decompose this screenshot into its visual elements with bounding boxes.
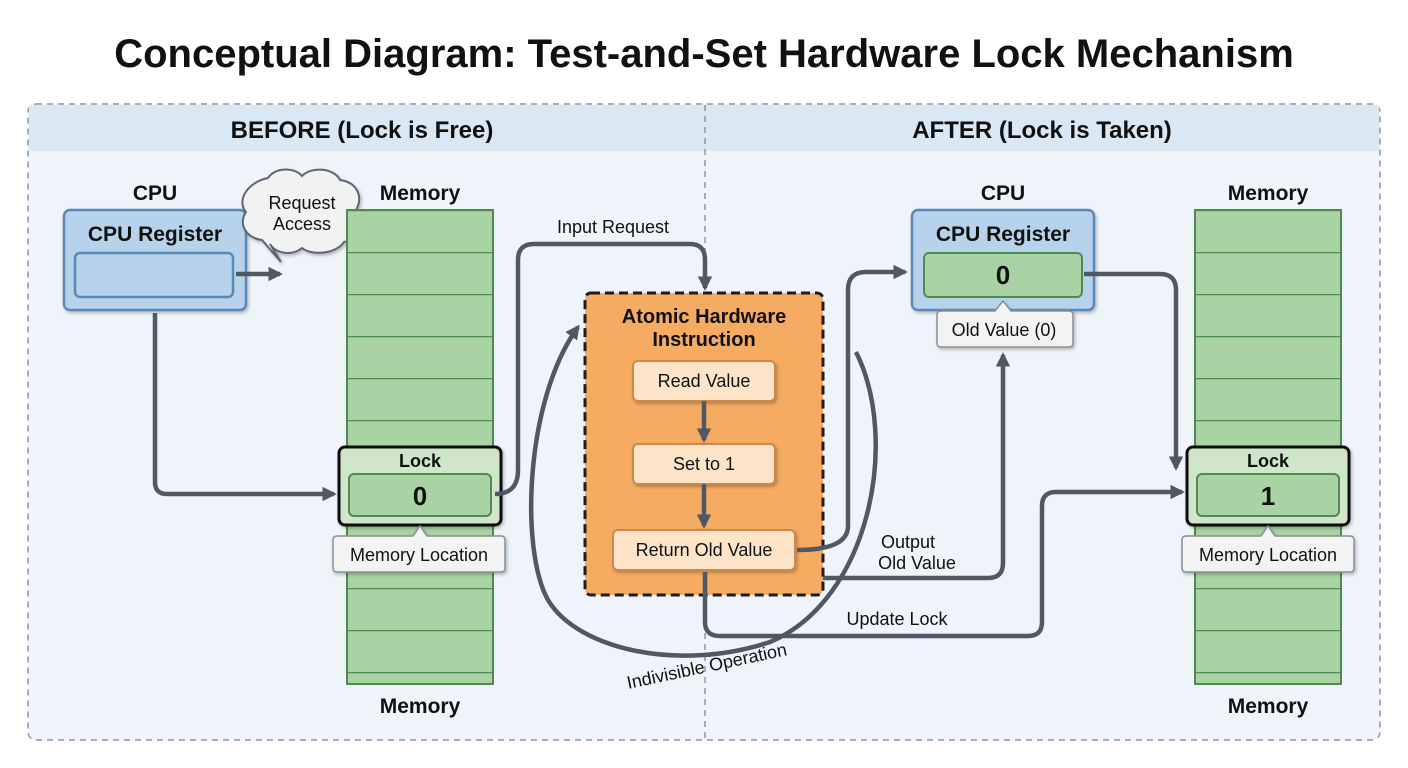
after-memory-top-label: Memory <box>1228 182 1309 205</box>
before-memory-location-tag <box>332 524 506 573</box>
step-return-old-value: Return Old Value <box>636 540 773 560</box>
after-memory-bottom-label: Memory <box>1228 695 1309 718</box>
before-lock-value: 0 <box>413 481 427 511</box>
before-register-slot <box>73 251 235 299</box>
input-request-label: Input Request <box>557 217 669 237</box>
atomic-title-line1: Atomic Hardware <box>622 306 787 328</box>
after-header: AFTER (Lock is Taken) <box>912 117 1172 144</box>
output-old-value-line2: Old Value <box>878 553 956 573</box>
output-old-value-line1: Output <box>881 532 935 552</box>
arrow-input-request <box>494 241 713 497</box>
diagram-title: Conceptual Diagram: Test-and-Set Hardwar… <box>114 32 1294 76</box>
before-lock-label: Lock <box>399 451 442 471</box>
request-access-line2: Access <box>273 214 331 234</box>
request-access-line1: Request <box>268 193 335 213</box>
request-access-bubble <box>241 168 362 263</box>
after-lock-value: 1 <box>1261 481 1275 511</box>
atomic-title-line2: Instruction <box>652 329 755 351</box>
arrow-return-to-register <box>796 264 908 553</box>
before-cpu-register-label: CPU Register <box>88 223 222 246</box>
before-memory-top-label: Memory <box>380 182 461 205</box>
after-header-band <box>705 105 1379 151</box>
arrow-cpu-to-lock <box>152 313 337 502</box>
step-read-value: Read Value <box>658 371 751 391</box>
update-lock-label: Update Lock <box>846 609 948 629</box>
after-register-value: 0 <box>996 260 1010 290</box>
after-register-slot <box>923 252 1083 298</box>
after-memory-location-tag <box>1181 524 1355 573</box>
before-cpu-label: CPU <box>133 182 177 205</box>
after-lock-label: Lock <box>1247 451 1290 471</box>
old-value-tag <box>936 299 1074 348</box>
step-return-old-value-box <box>612 529 796 571</box>
before-memory-bottom-label: Memory <box>380 695 461 718</box>
arrow-register-to-after-lock <box>1084 271 1184 471</box>
after-cpu-label: CPU <box>981 182 1025 205</box>
after-memory-location: Memory Location <box>1199 545 1337 565</box>
step-set-to-1: Set to 1 <box>673 454 735 474</box>
before-memory-location: Memory Location <box>350 545 488 565</box>
old-value-tag-text: Old Value (0) <box>952 320 1057 340</box>
arrow-output-old-value <box>823 352 1011 581</box>
arrow-update-lock <box>702 484 1185 639</box>
after-cpu-register-label: CPU Register <box>936 223 1070 246</box>
after-lock-value-slot <box>1196 473 1340 517</box>
indivisible-operation-arc <box>528 324 878 658</box>
before-header-band <box>29 105 705 151</box>
before-header: BEFORE (Lock is Free) <box>231 117 494 144</box>
before-lock-value-slot <box>348 473 492 517</box>
